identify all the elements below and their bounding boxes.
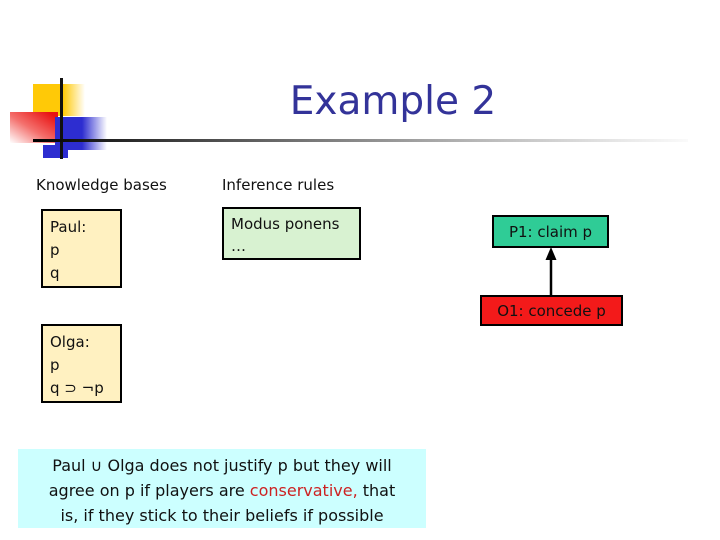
paul-box-line: p [50,241,60,259]
olga-box-line: p [50,356,60,374]
rule-box-line: Modus ponens [231,215,340,233]
paul-knowledge-base-box: Paul: p q [41,209,122,288]
footer-line-2-before: agree on p if players are [48,481,250,500]
inference-rules-label: Inference rules [222,176,335,194]
olga-knowledge-base-box: Olga: p q ⊃ ¬p [41,324,122,403]
knowledge-bases-label: Knowledge bases [36,176,167,194]
deco-blue-square [55,117,107,150]
footer-note: Paul ∪ Olga does not justify p but they … [18,449,426,528]
footer-line-1: Paul ∪ Olga does not justify p but they … [52,456,392,475]
deco-vertical-line [60,78,63,159]
olga-box-line: Olga: [50,333,90,351]
deco-blue-small-square [43,145,68,158]
footer-line-2-highlight: conservative, [249,481,358,500]
footer-line-2-after: that [357,481,396,500]
arrow-o1-to-p1 [545,247,557,295]
p1-claim-label: P1: claim p [508,222,593,241]
o1-concede-box: O1: concede p [480,295,623,326]
paul-box-line: q [50,264,60,282]
title-underline [33,139,688,142]
olga-box-line: q ⊃ ¬p [50,379,104,397]
deco-yellow-square [33,84,85,116]
p1-claim-box: P1: claim p [492,215,609,248]
deco-red-square [10,112,58,143]
page-title: Example 2 [289,79,497,124]
rule-box-line: … [231,237,246,255]
paul-box-line: Paul: [50,218,87,236]
footer-line-3: is, if they stick to their beliefs if po… [60,506,384,525]
footer-line-2: agree on p if players are conservative, … [18,478,426,503]
o1-concede-label: O1: concede p [497,301,606,320]
modus-ponens-rule-box: Modus ponens … [222,207,361,260]
